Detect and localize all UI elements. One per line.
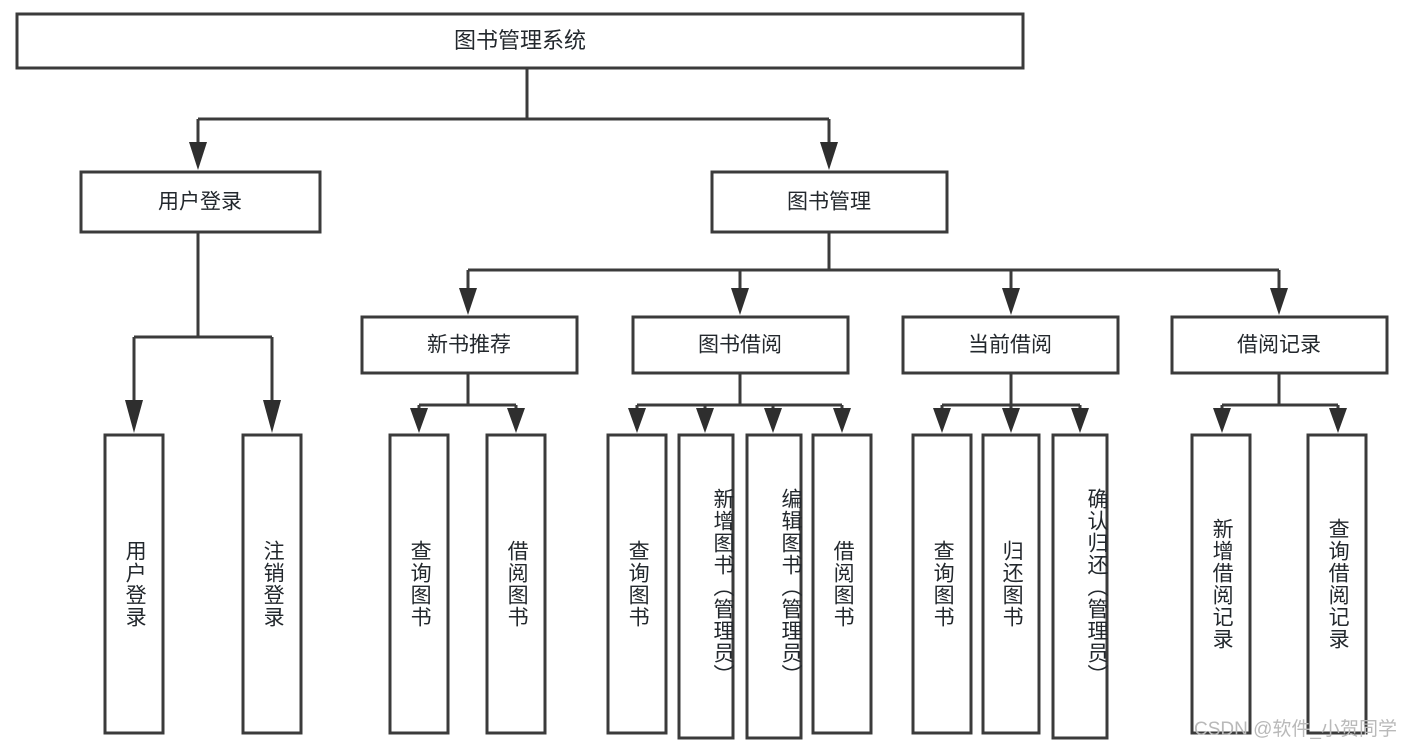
node-leaf-query-book-3-box[interactable]	[911, 433, 973, 735]
node-leaf-query-record-box[interactable]	[1306, 433, 1368, 735]
arrow-head-leaf-query-book-1	[410, 408, 428, 433]
node-book-borrow-label: 图书借阅	[698, 334, 782, 357]
csdn-watermark: CSDN @软件_小贺同学	[1194, 719, 1397, 740]
node-new-book-recommend-label: 新书推荐	[427, 334, 511, 357]
node-user-login-label: 用户登录	[158, 191, 242, 214]
node-borrow-record[interactable]: 借阅记录	[1170, 315, 1389, 375]
arrow-head-borrow-record	[1270, 288, 1288, 315]
node-new-book-recommend-box[interactable]	[360, 315, 579, 375]
node-current-borrow-box[interactable]	[901, 315, 1120, 375]
node-current-borrow[interactable]: 当前借阅	[901, 315, 1120, 375]
arrow-head-leaf-user-login	[125, 400, 143, 433]
node-leaf-user-login-box[interactable]	[103, 433, 165, 735]
node-leaf-return-book-box[interactable]	[981, 433, 1041, 735]
node-book-borrow-box[interactable]	[631, 315, 850, 375]
node-leaf-add-book-box[interactable]	[677, 433, 735, 740]
arrow-head-current-borrow	[1002, 288, 1020, 315]
node-root[interactable]: 图书管理系统	[15, 12, 1025, 70]
node-user-login-box[interactable]	[79, 170, 322, 234]
arrow-head-leaf-query-book-2	[628, 408, 646, 433]
node-borrow-record-label: 借阅记录	[1237, 334, 1321, 357]
arrow-head-book-management	[820, 142, 838, 170]
node-leaf-borrow-book-2-box[interactable]	[811, 433, 873, 735]
arrow-head-leaf-add-book	[696, 408, 714, 433]
node-leaf-add-record-box[interactable]	[1190, 433, 1252, 735]
node-current-borrow-label: 当前借阅	[968, 334, 1052, 357]
arrow-head-user-login	[189, 142, 207, 170]
node-book-management[interactable]: 图书管理	[710, 170, 949, 234]
arrow-head-new-book-recommend	[459, 288, 477, 315]
node-book-borrow[interactable]: 图书借阅	[631, 315, 850, 375]
arrow-head-leaf-return-book	[1002, 408, 1020, 433]
arrow-head-leaf-edit-book	[764, 408, 782, 433]
node-leaf-edit-book-box[interactable]	[745, 433, 803, 740]
node-book-management-label: 图书管理	[787, 191, 871, 214]
arrow-head-leaf-query-record	[1329, 408, 1347, 433]
node-user-login[interactable]: 用户登录	[79, 170, 322, 234]
arrow-head-leaf-user-logout	[263, 400, 281, 433]
node-root-label: 图书管理系统	[454, 28, 586, 53]
node-leaf-user-logout-box[interactable]	[241, 433, 303, 735]
arrow-head-leaf-confirm-return	[1071, 408, 1089, 433]
arrow-head-leaf-add-record	[1213, 408, 1231, 433]
node-new-book-recommend[interactable]: 新书推荐	[360, 315, 579, 375]
node-leaf-query-book-1-box[interactable]	[388, 433, 450, 735]
arrow-head-leaf-borrow-book-2	[833, 408, 851, 433]
arrow-head-leaf-borrow-book-1	[507, 408, 525, 433]
node-root-box[interactable]	[15, 12, 1025, 70]
node-layer: 图书管理系统 用户登录 图书管理 新书推荐 图书借阅	[15, 12, 1389, 740]
node-leaf-confirm-return-box[interactable]	[1051, 433, 1109, 740]
node-leaf-query-book-2-box[interactable]	[606, 433, 668, 735]
node-leaf-borrow-book-1-box[interactable]	[485, 433, 547, 735]
arrow-head-book-borrow	[731, 288, 749, 315]
connector-layer	[125, 68, 1347, 433]
node-borrow-record-box[interactable]	[1170, 315, 1389, 375]
arrow-head-leaf-query-book-3	[933, 408, 951, 433]
node-book-management-box[interactable]	[710, 170, 949, 234]
